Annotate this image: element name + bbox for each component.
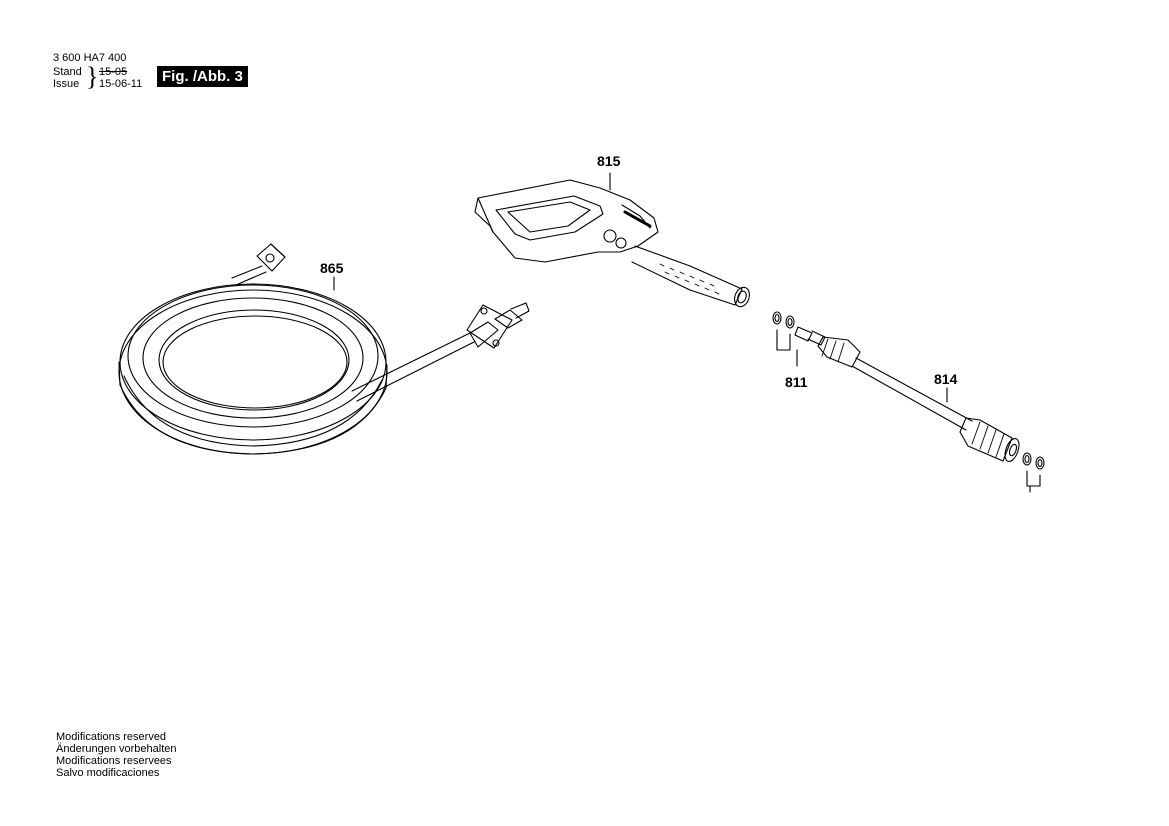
- o-rings-right: [1022, 452, 1045, 470]
- document-number: 3 600 HA7 400: [53, 52, 127, 64]
- callout-o-rings: 811: [776, 329, 1041, 493]
- callout-hose: 865: [320, 260, 344, 291]
- footer-notice: Modifications reserved Änderungen vorbeh…: [56, 731, 176, 779]
- stand-label: Stand: [53, 66, 82, 78]
- figure-label: Fig. /Abb. 3: [157, 66, 248, 87]
- hose-quick-connector: [466, 302, 530, 349]
- hose-elbow-fitting: [231, 243, 286, 286]
- callout-label-lance: 814: [934, 371, 958, 387]
- footer-line: Salvo modificaciones: [56, 767, 160, 779]
- callout-label-o-rings: 811: [785, 374, 808, 390]
- callout-trigger-gun: 815: [597, 153, 621, 191]
- hose-coil: [118, 283, 388, 455]
- lance: [794, 326, 1020, 463]
- footer-line: Änderungen vorbehalten: [56, 743, 177, 755]
- brace-glyph: }: [86, 62, 99, 91]
- footer-line: Modifications reserved: [56, 731, 167, 743]
- issue-date: 15-06-11: [99, 78, 143, 90]
- callout-label-trigger-gun: 815: [597, 153, 621, 169]
- o-rings-left: [772, 311, 795, 329]
- footer-line: Modifications reservees: [56, 755, 172, 767]
- trigger-gun: [474, 179, 750, 308]
- hose-outlet-line: [351, 332, 475, 402]
- callout-label-hose: 865: [320, 260, 344, 276]
- stand-date: 15-05: [99, 66, 128, 78]
- callout-lance: 814: [934, 371, 958, 403]
- issue-label: Issue: [53, 78, 80, 90]
